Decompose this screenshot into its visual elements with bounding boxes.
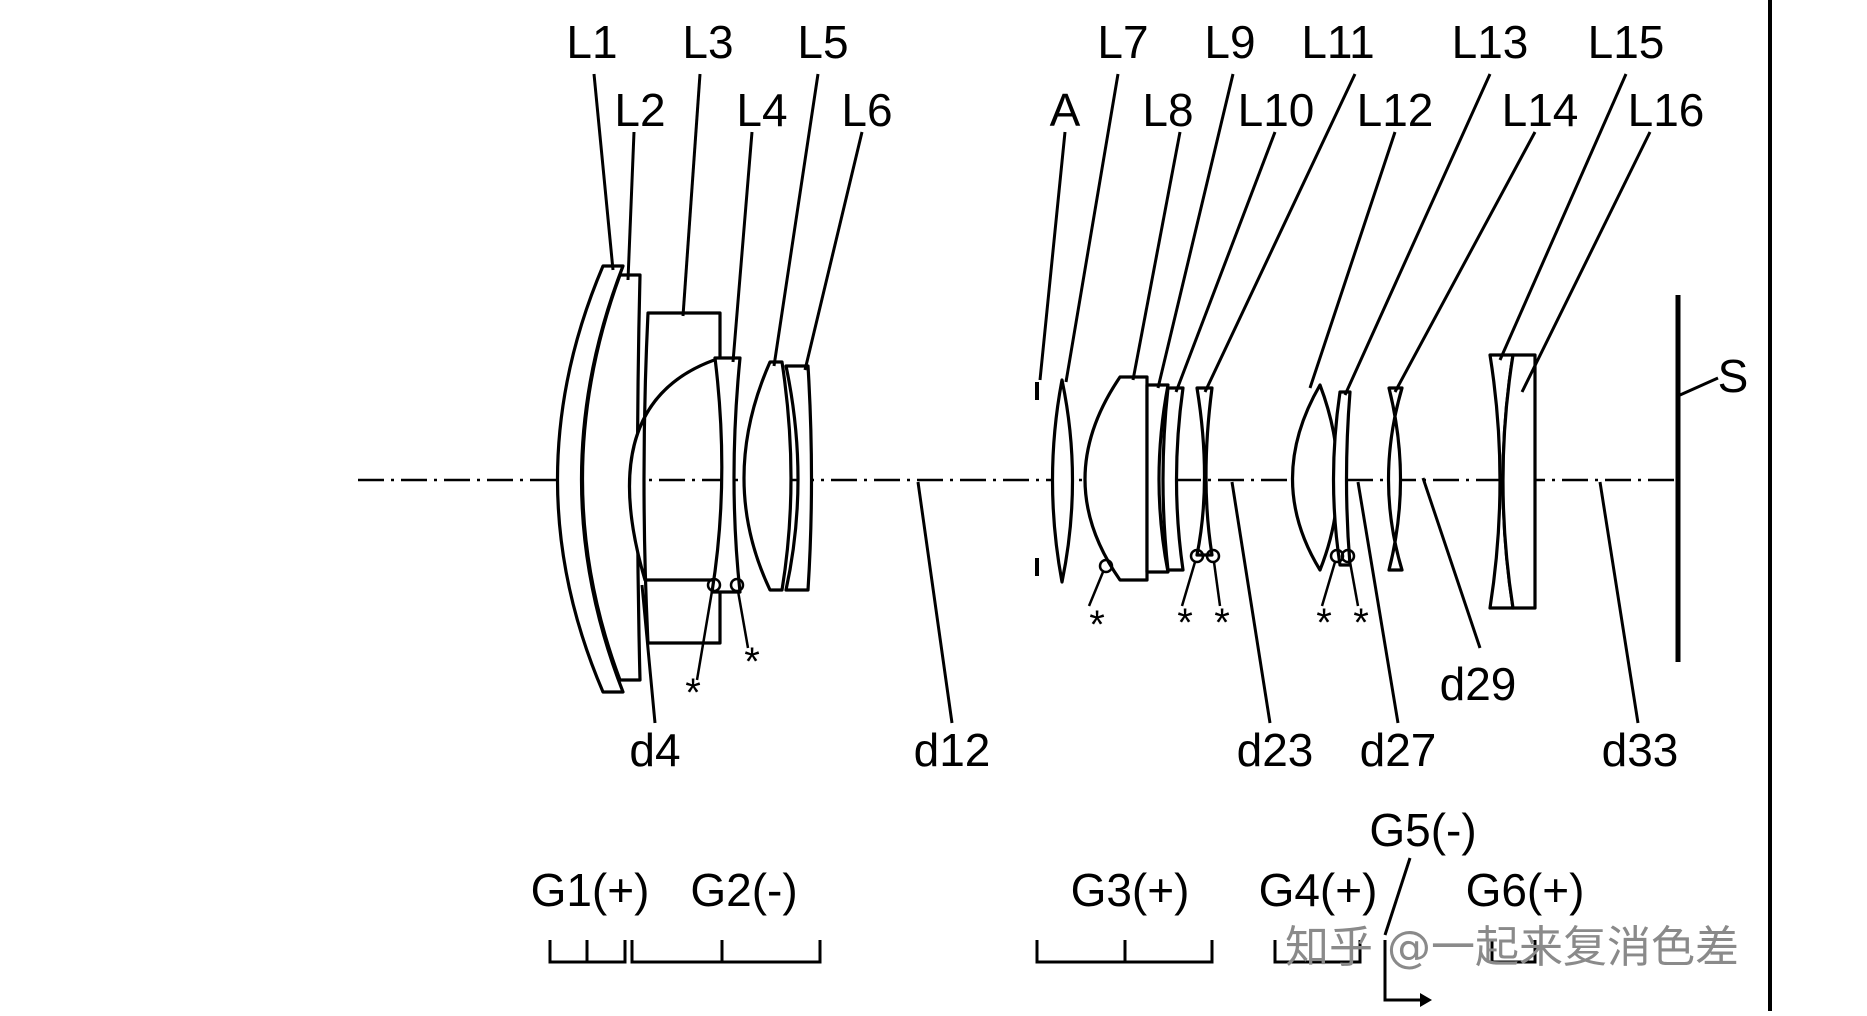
label-image-plane: S [1718, 350, 1749, 402]
label-L3: L3 [682, 16, 733, 68]
bracket-G4 [1273, 940, 1362, 964]
lens-L14 [1386, 386, 1404, 572]
label-L12: L12 [1357, 84, 1434, 136]
label-L11: L11 [1301, 16, 1374, 68]
lens-L6 [784, 364, 814, 592]
label-L5: L5 [797, 16, 848, 68]
group-brackets [548, 857, 1537, 1007]
label-G1: G1(+) [531, 864, 650, 916]
G5-leader [1383, 857, 1412, 936]
label-d23: d23 [1237, 724, 1314, 776]
lens-L16 [1501, 353, 1537, 610]
asterisk-7: * [1353, 601, 1369, 645]
bracket-G6 [1490, 940, 1537, 964]
asterisk-5: * [1214, 601, 1230, 645]
label-L8: L8 [1142, 84, 1193, 136]
lens-L7 [1050, 378, 1075, 584]
label-L9: L9 [1204, 16, 1255, 68]
G5-arrow-shaft [1383, 940, 1420, 1002]
label-L14: L14 [1502, 84, 1579, 136]
label-L4: L4 [736, 84, 787, 136]
asterisk-4: * [1177, 601, 1193, 645]
label-G5: G5(-) [1369, 804, 1476, 856]
label-d12: d12 [914, 724, 991, 776]
label-G6: G6(+) [1466, 864, 1585, 916]
asterisk-6: * [1316, 601, 1332, 645]
label-L13: L13 [1452, 16, 1529, 68]
label-L6: L6 [841, 84, 892, 136]
label-L10: L10 [1238, 84, 1315, 136]
label-L15: L15 [1588, 16, 1665, 68]
lens-L12 [1291, 383, 1340, 572]
asterisk-2: * [744, 640, 760, 684]
lens-L8 [1083, 375, 1149, 582]
label-d33: d33 [1602, 724, 1679, 776]
label-aperture: A [1050, 84, 1081, 136]
label-d4: d4 [629, 724, 680, 776]
G5-arrow-head [1420, 993, 1432, 1007]
spacing-leaders [640, 477, 1640, 724]
bracket-G2 [630, 940, 822, 964]
label-G4: G4(+) [1259, 864, 1378, 916]
asterisk-3: * [1089, 603, 1105, 647]
label-L1: L1 [566, 16, 617, 68]
label-d29: d29 [1440, 658, 1517, 710]
label-L2: L2 [614, 84, 665, 136]
lens-leaders [592, 73, 1719, 397]
label-d27: d27 [1360, 724, 1437, 776]
label-L16: L16 [1628, 84, 1705, 136]
label-L7: L7 [1097, 16, 1148, 68]
label-G3: G3(+) [1071, 864, 1190, 916]
watermark: 知乎 @一起来复消色差 [1285, 922, 1739, 973]
lens-L13 [1331, 390, 1352, 567]
lens-L10 [1161, 386, 1185, 572]
aspheric-markers [695, 548, 1360, 681]
label-G2: G2(-) [690, 864, 797, 916]
lens-L11 [1195, 386, 1214, 557]
asterisk-1: * [685, 671, 701, 715]
lens-L5 [742, 360, 793, 592]
lens-L2 [580, 273, 642, 682]
lens-L4 [710, 356, 742, 594]
